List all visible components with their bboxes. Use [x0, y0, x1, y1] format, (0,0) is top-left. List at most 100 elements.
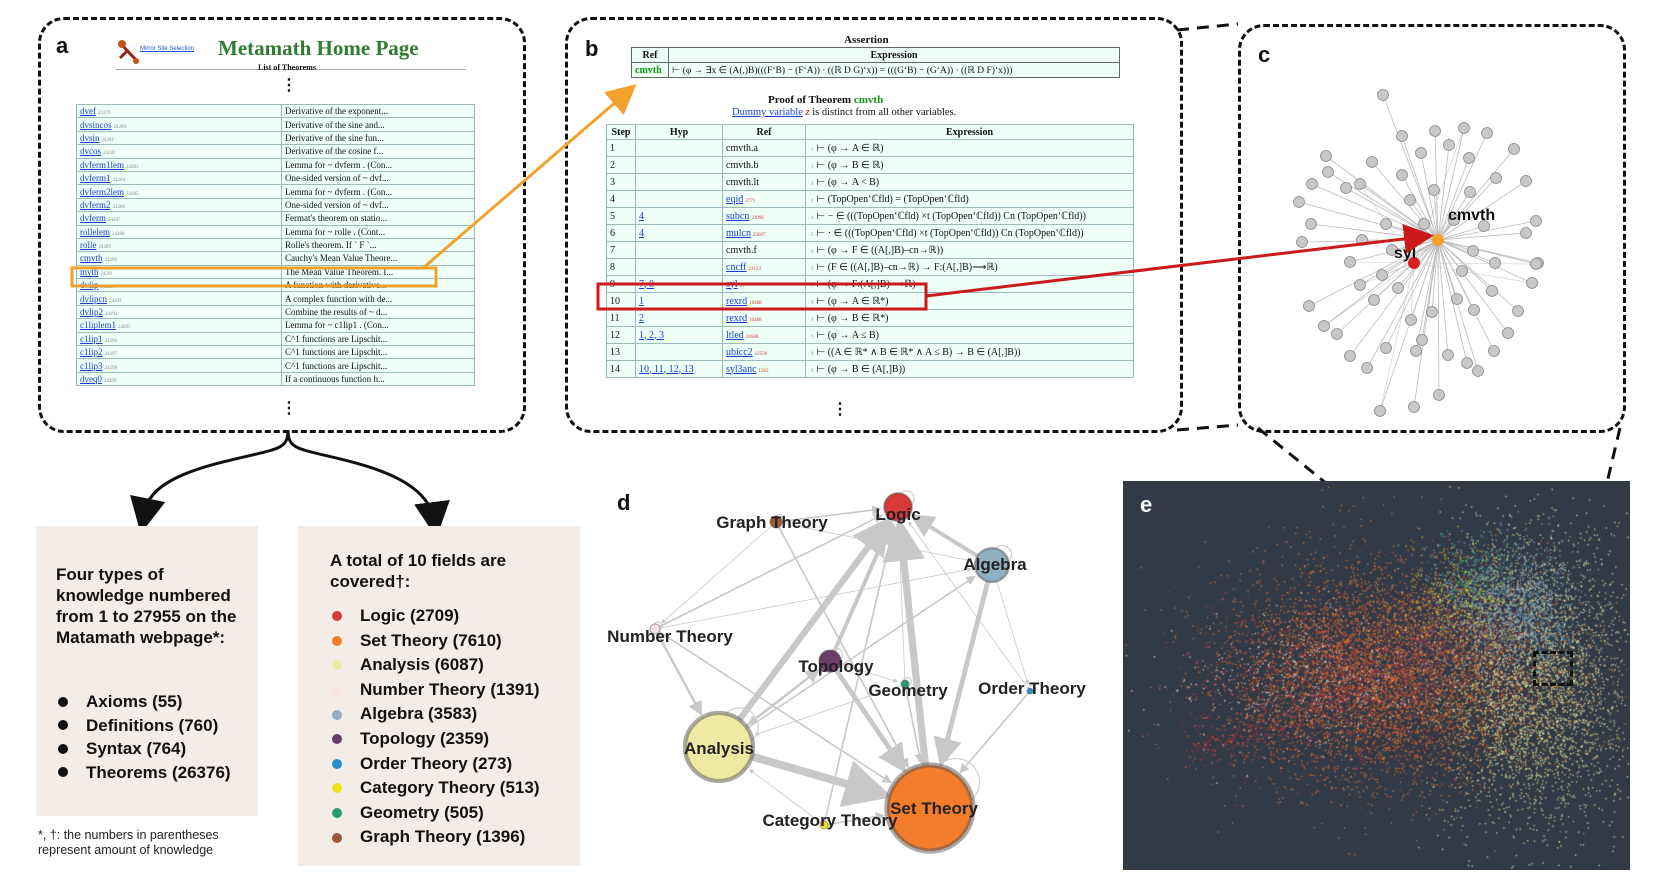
dummy-variable-link[interactable]: Dummy variable: [732, 107, 803, 118]
proof-step-row: 8cncff231239⊢ (F ∈ ((A[,]B)–cn→ℝ) → F:(A…: [607, 259, 1134, 276]
theorem-ref-link[interactable]: c1lip2: [80, 347, 103, 357]
knowledge-type-label: Axioms (55): [86, 690, 182, 714]
theorem-ref-link[interactable]: dvef: [80, 106, 96, 116]
proof-level: 4: [811, 199, 814, 204]
theorem-ref-link[interactable]: dvferm1: [80, 173, 111, 183]
theorem-description: Cauchy's Mean Value Theore...: [282, 252, 475, 265]
mirror-site-link[interactable]: Mirror Site Selection: [140, 46, 194, 52]
theorem-ref-link[interactable]: dvcos: [80, 146, 101, 156]
proof-ref-cell: cmvth.a: [723, 140, 806, 157]
proof-ref[interactable]: subcn: [726, 211, 749, 222]
proof-ref-number: 17: [740, 284, 745, 289]
proof-hyp[interactable]: 4: [636, 225, 723, 242]
proof-hyp[interactable]: 10, 11, 12, 13: [636, 361, 723, 378]
theorem-ref-link[interactable]: dvsincos: [80, 120, 112, 130]
theorem-ref-link[interactable]: mvth: [80, 267, 99, 277]
network-edge: [1438, 233, 1526, 240]
theorem-description: A function with derivative...: [282, 279, 475, 292]
metamath-logo: [116, 38, 142, 66]
proof-ref[interactable]: syl3anc: [726, 364, 757, 375]
proof-step-number: 11: [607, 310, 636, 327]
proof-ref-number: 23096: [751, 216, 764, 221]
proof-step-number: 2: [607, 157, 636, 174]
theorem-row: dvlip24292A function with derivative...: [77, 279, 475, 292]
proof-ref-number: 10488: [749, 318, 762, 323]
theorem-number: 24294: [105, 312, 118, 317]
network-edge: [1324, 240, 1438, 326]
theorem-ref-link[interactable]: rollelem: [80, 227, 110, 237]
proof-hyp[interactable]: [636, 140, 723, 157]
proof-hyp[interactable]: [636, 242, 723, 259]
field-node-label: Graph Theory: [716, 513, 828, 532]
theorem-ref-cell: c1lip124296: [77, 332, 282, 345]
field-label: Analysis (6087): [360, 653, 484, 678]
theorem-ref-link[interactable]: c1lip3: [80, 361, 103, 371]
theorem-ref-link[interactable]: cmvth: [80, 253, 103, 263]
proof-ref[interactable]: eqid: [726, 194, 743, 205]
proof-title: Proof of Theorem cmvth: [768, 94, 883, 106]
theorem-number: 24280: [114, 125, 127, 130]
assertion-expression: ⊢ (φ → ∃x ∈ (A(,)B)(((F‘B) − (F‘A)) · ((…: [669, 63, 1120, 78]
field-item: Number Theory (1391): [332, 678, 540, 703]
proof-ref-number: 10488: [749, 301, 762, 306]
theorem-description: Rolle's theorem. If ` F `...: [282, 238, 475, 251]
proof-hyp[interactable]: 1, 2, 3: [636, 327, 723, 344]
assertion-title: Assertion: [844, 34, 889, 46]
knowledge-type-item: Axioms (55): [58, 690, 231, 714]
theorem-ref-link[interactable]: dvferm1lem: [80, 160, 124, 170]
proof-hyp[interactable]: [636, 191, 723, 208]
proof-ref[interactable]: mulcn: [726, 228, 751, 239]
network-node: [1521, 228, 1532, 239]
theorem-ref-cell: c1lip224297: [77, 346, 282, 359]
theorem-number: 24287: [108, 218, 121, 223]
theorem-ref-link[interactable]: dvferm: [80, 213, 106, 223]
proof-expression-cell: 9⊢ (φ → F:(A[,]B)⟶ℝ): [806, 276, 1134, 293]
proof-level: 9: [811, 284, 814, 289]
proof-hyp[interactable]: 1: [636, 293, 723, 310]
theorem-ref-link[interactable]: c1lip1: [80, 334, 103, 344]
proof-hyp[interactable]: 2: [636, 310, 723, 327]
theorem-ref-link[interactable]: dvferm2lem: [80, 187, 124, 197]
proof-hyp[interactable]: 7, 8: [636, 276, 723, 293]
proof-ref[interactable]: syl: [726, 279, 738, 290]
field-color-dot: [332, 710, 342, 720]
field-color-dot: [332, 734, 342, 744]
theorem-ref-link[interactable]: rolle: [80, 240, 97, 250]
theorem-ref-link[interactable]: c1liplem1: [80, 320, 116, 330]
theorem-row: c1lip224297C^1 functions are Lipschit...: [77, 346, 475, 359]
network-node: [1469, 305, 1480, 316]
proof-ref[interactable]: rexrd: [726, 313, 747, 324]
theorem-ref-cell: dvcos24282: [77, 145, 282, 158]
network-node: [1357, 235, 1368, 246]
assertion-ref: cmvth: [632, 63, 669, 78]
proof-level: 9: [811, 267, 814, 272]
theorem-description: Derivative of the cosine f...: [282, 145, 475, 158]
proof-hyp[interactable]: [636, 344, 723, 361]
proof-ref[interactable]: rexrd: [726, 296, 747, 307]
network-node: [1397, 131, 1408, 142]
proof-hyp[interactable]: 4: [636, 208, 723, 225]
network-node: [1417, 335, 1428, 346]
proof-ref[interactable]: ltled: [726, 330, 744, 341]
proof-ref-cell: rexrd10488: [723, 310, 806, 327]
theorem-ref-link[interactable]: dvlipcn: [80, 294, 107, 304]
proof-ref[interactable]: ubicc2: [726, 347, 753, 358]
theorem-ref-link[interactable]: dvsin: [80, 133, 100, 143]
network-node: [1341, 183, 1352, 194]
theorem-ref-link[interactable]: dveq0: [80, 374, 102, 384]
proof-ref[interactable]: cncff: [726, 262, 746, 273]
proof-hyp[interactable]: [636, 259, 723, 276]
network-node: [1462, 358, 1473, 369]
theorem-number: 24290: [105, 258, 118, 263]
proof-hyp[interactable]: [636, 157, 723, 174]
theorem-ref-link[interactable]: dvferm2: [80, 200, 111, 210]
proof-ref-cell: cmvth.f: [723, 242, 806, 259]
theorem-ref-link[interactable]: dvlip: [80, 280, 99, 290]
proof-step-row: 4eqid27714⊢ (TopOpen‘ℂfld) = (TopOpen‘ℂf…: [607, 191, 1134, 208]
proof-hyp[interactable]: [636, 174, 723, 191]
theorem-ref-link[interactable]: dvlip2: [80, 307, 103, 317]
network-node: [1355, 280, 1366, 291]
knowledge-type-item: Theorems (26376): [58, 761, 231, 785]
theorem-ref-cell: dvlipcn24293: [77, 292, 282, 305]
network-node: [1323, 167, 1334, 178]
